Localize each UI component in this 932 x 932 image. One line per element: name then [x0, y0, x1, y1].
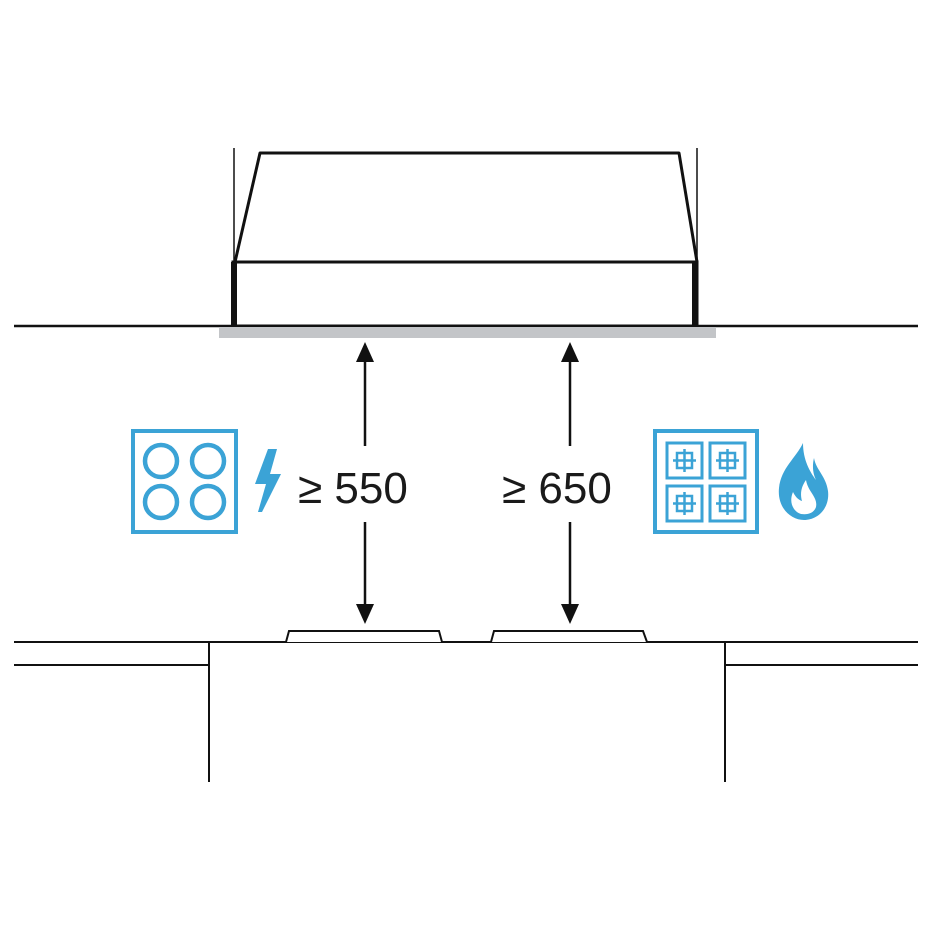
lightning-bolt-icon — [255, 449, 281, 512]
gas-hob — [490, 630, 648, 643]
electric-hob-icon — [131, 429, 238, 534]
flame-icon — [778, 443, 829, 520]
hood-side-left — [231, 262, 237, 326]
arrow-down-icon — [356, 604, 374, 624]
range-hood — [219, 148, 716, 338]
hood-chimney-top — [233, 151, 699, 263]
gas-clearance-dimension: ≥ 650 — [502, 342, 612, 624]
hood-body — [231, 260, 699, 328]
countertop — [14, 641, 918, 782]
arrow-down-icon — [561, 604, 579, 624]
electric-hob — [285, 630, 443, 643]
hood-side-right — [692, 262, 698, 326]
hood-filter-strip — [219, 327, 716, 338]
gas-hob-icon — [653, 429, 759, 534]
gas-clearance-label: ≥ 650 — [502, 464, 612, 513]
arrow-up-icon — [561, 342, 579, 362]
arrow-up-icon — [356, 342, 374, 362]
electric-clearance-label: ≥ 550 — [298, 464, 408, 513]
electric-clearance-dimension: ≥ 550 — [298, 342, 408, 624]
